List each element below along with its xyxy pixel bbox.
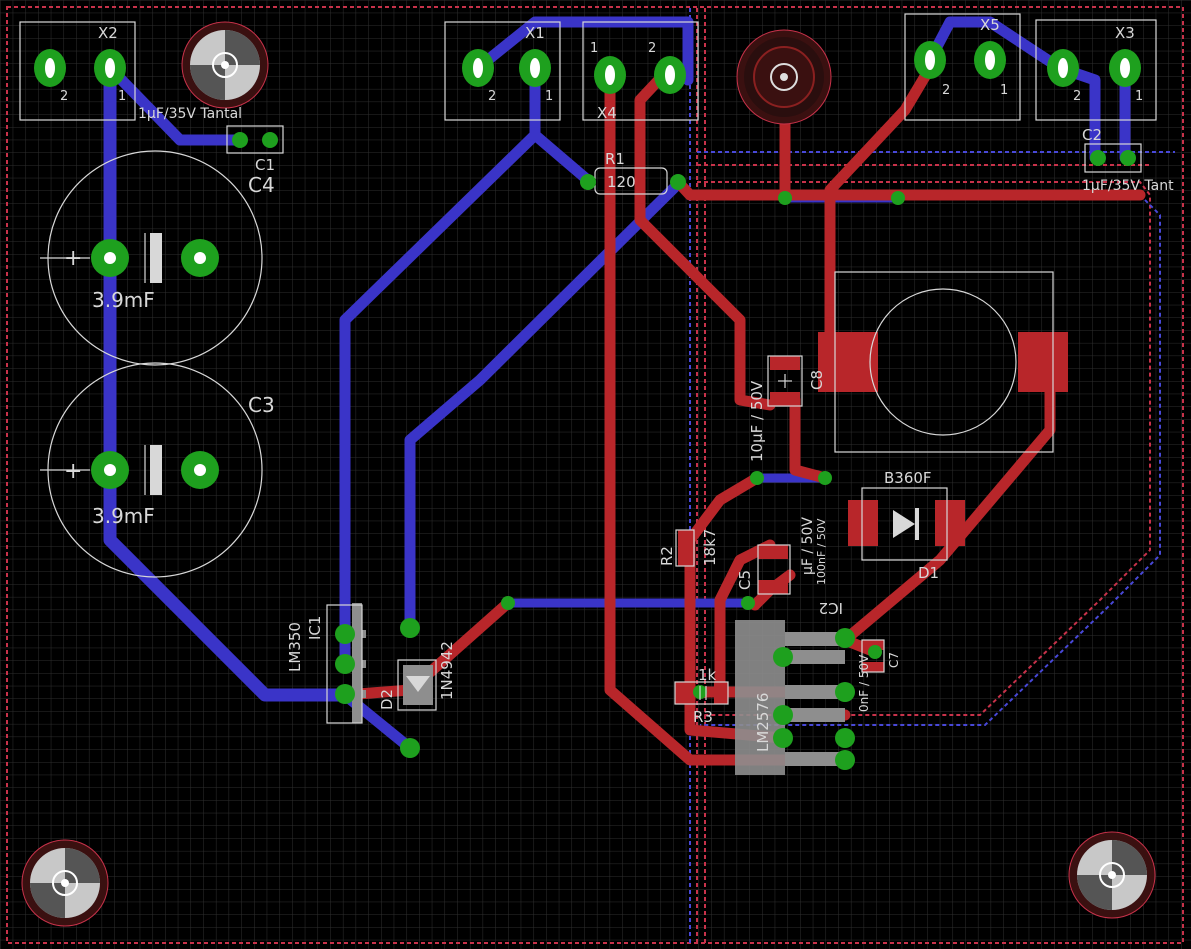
- c2-body: [1084, 143, 1142, 173]
- smd-silk: [674, 355, 885, 705]
- b360f-label: B360F: [884, 469, 932, 487]
- ic1-outline: [326, 604, 363, 724]
- x2-label: X2: [98, 24, 118, 42]
- c1-label: C1: [255, 156, 275, 174]
- c6-value: 100nF / 50V: [815, 518, 828, 585]
- c3-label: C3: [248, 393, 275, 417]
- through-hole-pads: [34, 41, 1141, 770]
- ic2-label: IC2: [819, 599, 843, 617]
- mounting-hole-top-middle: [736, 29, 832, 125]
- c5-value: µF / 50V: [800, 517, 816, 575]
- c8-value: 10µF / 50V: [748, 380, 766, 462]
- polarity-marks: [150, 233, 919, 692]
- board-outline: [6, 6, 1184, 944]
- c8-inductor-outline: [834, 271, 1054, 453]
- ic1-part: LM350: [286, 622, 304, 672]
- c8-label: C8: [808, 370, 826, 390]
- pin-label: 2: [488, 89, 496, 104]
- r1-value: 120: [607, 173, 636, 191]
- c8-inductor-core: [869, 288, 1017, 436]
- pin-label: 2: [942, 83, 950, 98]
- pin-label: 1: [1000, 83, 1008, 98]
- c2-value: 1µF/35V Tant: [1082, 178, 1174, 194]
- x4-outline: [582, 21, 699, 121]
- r2-label: R2: [658, 546, 676, 566]
- pin-label: 2: [648, 41, 656, 56]
- pin-label: 1: [1135, 89, 1143, 104]
- c3-value: 3.9mF: [92, 504, 155, 528]
- x2-outline: [19, 21, 136, 121]
- x1-label: X1: [525, 24, 545, 42]
- c1-body: [226, 125, 284, 154]
- r1-label: R1: [605, 150, 625, 168]
- pad-holes: [45, 50, 1130, 476]
- pin-label: 1: [545, 89, 553, 104]
- x4-label: X4: [597, 104, 617, 122]
- c1-value: 1µF/35V Tantal: [138, 106, 242, 122]
- c2-label: C2: [1082, 126, 1102, 144]
- c4-value: 3.9mF: [92, 288, 155, 312]
- pin-label: 1: [590, 41, 598, 56]
- x3-outline: [1035, 19, 1157, 121]
- pin-label: 2: [1073, 89, 1081, 104]
- d1-label: D1: [918, 564, 939, 582]
- d2-label: D2: [378, 689, 396, 710]
- c4-plus: +: [64, 246, 82, 271]
- pin-label: 1: [118, 89, 126, 104]
- d2-body: [397, 659, 437, 711]
- x1-outline: [444, 21, 561, 121]
- r2-value: 18k7: [701, 529, 719, 566]
- x5-outline: [904, 13, 1021, 121]
- d1-body: [861, 487, 948, 561]
- c7-label: C7: [887, 652, 901, 668]
- mounting-hole-bottom-left: [21, 839, 109, 927]
- c3-plus: +: [64, 459, 82, 484]
- smd-pads: [675, 332, 1068, 704]
- ground-pour-outline-bottom: [689, 8, 1175, 943]
- mounting-hole-top-left: [181, 21, 269, 109]
- c7-value: 0nF / 50V: [857, 654, 871, 712]
- mounting-hole-bottom-right: [1068, 831, 1156, 919]
- ic1-label: IC1: [306, 616, 324, 640]
- pin-label: 2: [60, 89, 68, 104]
- r3-value: 1k: [698, 666, 717, 684]
- c4-label: C4: [248, 173, 275, 197]
- mounting-holes: [21, 21, 1156, 927]
- ic2-part: LM2576: [754, 693, 772, 752]
- r3-label: R3: [693, 708, 713, 726]
- x5-label: X5: [980, 16, 1000, 34]
- c5-label: C5: [736, 570, 754, 590]
- labels: X2 X1 X4 X5 X3 2 1 2 1 1 2 2 1 2 1 1µF/3…: [60, 16, 1174, 752]
- d2-part: 1N4942: [438, 641, 456, 700]
- x3-label: X3: [1115, 24, 1135, 42]
